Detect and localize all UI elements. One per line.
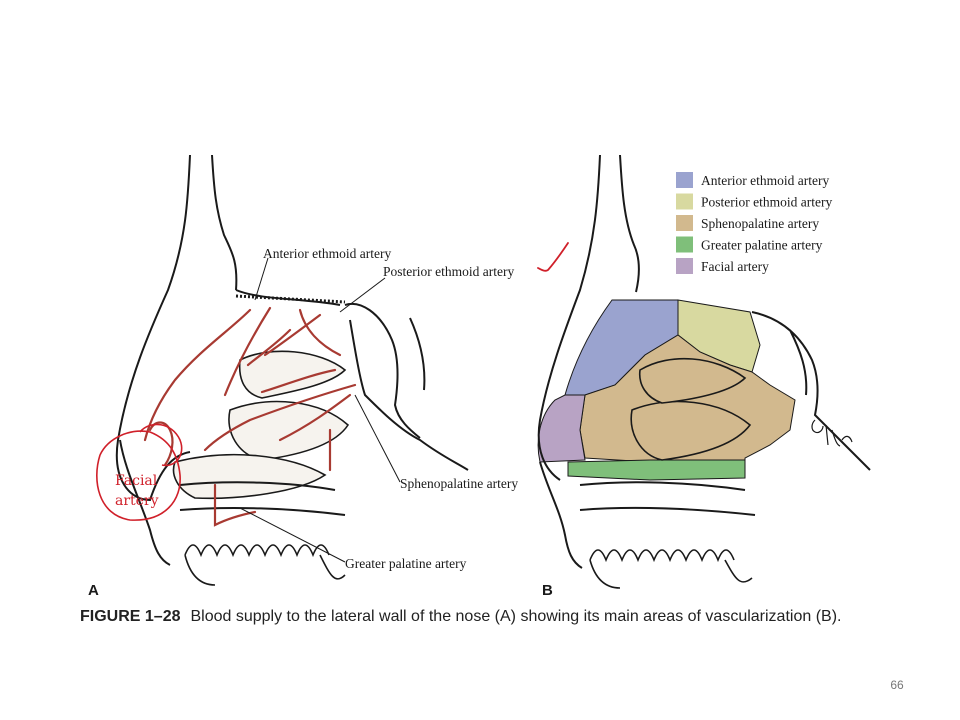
- leader-posterior-ethmoid: [339, 277, 386, 313]
- panel-a-frontal-bone: [211, 154, 341, 306]
- region-facial: [537, 394, 586, 463]
- panel-a-superior-turbinate: [238, 350, 347, 399]
- panel-a-sphenoid-wall: [349, 319, 469, 471]
- leader-anterior-ethmoid: [254, 257, 269, 301]
- artery-posterior-ethmoid-branch: [298, 308, 342, 357]
- legend-label: Greater palatine artery: [701, 238, 823, 253]
- panel-a-letter: A: [88, 582, 99, 599]
- artery-anterior-ethmoid-branch: [223, 306, 272, 397]
- panel-b-teeth: [589, 549, 753, 589]
- figure-caption: FIGURE 1–28 Blood supply to the lateral w…: [80, 608, 900, 626]
- artery-septal-branch: [246, 328, 292, 367]
- legend-swatch: [676, 193, 693, 210]
- handwritten-circle: [96, 430, 181, 521]
- legend-label: Posterior ethmoid artery: [701, 195, 832, 210]
- caption-text: Blood supply to the lateral wall of the …: [190, 608, 842, 625]
- artery-sphenopalatine-branch: [260, 368, 337, 394]
- panel-b-turbinate-middle: [630, 400, 752, 461]
- panel-a-skull-outline: [115, 154, 191, 502]
- panel-b-sphenoid-sinus: [751, 311, 871, 471]
- label-greater-palatine-artery: Greater palatine artery: [345, 556, 467, 571]
- panel-b-frontal-bone: [619, 154, 640, 293]
- region-greater-palatine: [567, 459, 746, 481]
- panel-a: Anterior ethmoid artery Posterior ethmoi…: [88, 154, 518, 599]
- artery-facial-branch: [148, 421, 174, 467]
- panel-b-nostril: [539, 461, 583, 569]
- page-number: 66: [890, 678, 904, 692]
- legend-label: Facial artery: [701, 259, 769, 274]
- leader-greater-palatine: [239, 507, 346, 563]
- panel-a-sphenoid-sinus: [344, 302, 426, 439]
- panel-b-turbinate-superior: [638, 357, 747, 404]
- leader-sphenopalatine: [354, 394, 401, 483]
- legend-swatch: [676, 258, 693, 274]
- panel-a-nostril: [119, 439, 171, 566]
- panel-a-inferior-turbinate: [172, 453, 327, 500]
- legend-label: Sphenopalatine artery: [701, 216, 819, 231]
- artery-posterior-ethmoid-branch: [263, 313, 322, 357]
- panel-b-letter: B: [542, 582, 553, 599]
- label-anterior-ethmoid-artery: Anterior ethmoid artery: [263, 246, 391, 261]
- figure-number: FIGURE 1–28: [80, 608, 181, 625]
- handwritten-loop: [139, 423, 183, 467]
- handwritten-label-line-2: artery: [115, 493, 159, 509]
- artery-sphenopalatine-branch: [203, 383, 357, 452]
- artery-anterior-ethmoid-branch: [143, 308, 252, 442]
- handwritten-label-line-1: Facial: [115, 473, 158, 489]
- panel-b-skull-outline: [537, 154, 601, 481]
- legend-swatch: [676, 172, 693, 188]
- legend-swatch: [676, 215, 693, 231]
- panel-a-leader-lines: [239, 257, 401, 563]
- legend-swatch: [676, 236, 693, 253]
- artery-sphenopalatine-branch: [278, 393, 352, 442]
- panel-a-teeth: [184, 544, 346, 586]
- handwritten-check-mark: [537, 242, 569, 272]
- panel-a-arteries: [143, 306, 357, 527]
- panel-b-hard-palate: [579, 481, 756, 516]
- label-posterior-ethmoid-artery: Posterior ethmoid artery: [383, 264, 514, 279]
- label-sphenopalatine-artery: Sphenopalatine artery: [400, 476, 518, 491]
- panel-a-hard-palate: [179, 481, 346, 516]
- artist-signature: [811, 419, 853, 447]
- legend-label: Anterior ethmoid artery: [701, 173, 829, 188]
